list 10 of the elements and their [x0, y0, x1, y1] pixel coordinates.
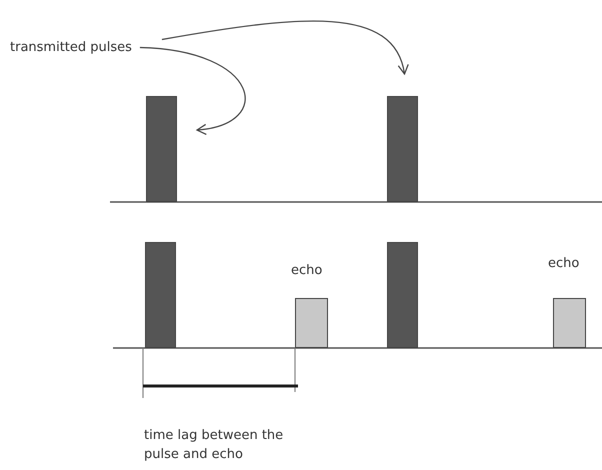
curved-arrow	[162, 20, 408, 75]
transmitted-pulse-bar	[387, 96, 418, 202]
transmitted-pulse-bar	[387, 242, 418, 348]
curved-arrow	[140, 46, 246, 134]
transmitted-pulse-bar	[145, 242, 176, 348]
transmitted-pulse-bar	[146, 96, 177, 202]
callout-text: transmitted pulses	[10, 40, 132, 55]
pulse-label: echo	[548, 256, 580, 271]
dimension-label: time lag between the pulse and echo	[144, 427, 284, 464]
pulse-label: echo	[291, 263, 322, 278]
